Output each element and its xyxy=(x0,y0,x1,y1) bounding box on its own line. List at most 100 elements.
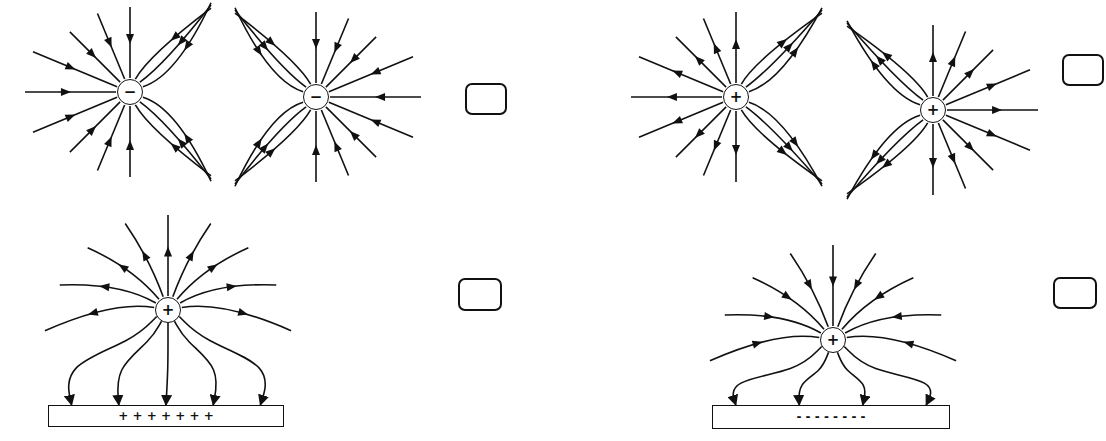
field-line xyxy=(946,115,1030,150)
field-arrowhead xyxy=(872,291,885,303)
field-line xyxy=(235,102,303,186)
field-arrowhead xyxy=(369,116,381,127)
field-arrowhead xyxy=(347,128,360,141)
field-arrowhead xyxy=(929,158,937,168)
field-arrowhead xyxy=(331,42,342,54)
answer-checkbox xyxy=(1054,278,1096,308)
field-arrowhead xyxy=(207,261,220,273)
field-arrowhead xyxy=(671,67,683,78)
field-arrowhead xyxy=(752,338,764,348)
answer-checkbox xyxy=(466,84,506,114)
field-arrowhead xyxy=(929,52,937,62)
field-arrowhead xyxy=(789,45,801,58)
field-arrowhead xyxy=(265,145,278,158)
field-line xyxy=(676,107,726,157)
field-line xyxy=(703,110,730,176)
field-arrowhead xyxy=(710,140,721,152)
field-line xyxy=(97,13,124,79)
field-arrowhead xyxy=(369,67,381,78)
field-line xyxy=(182,306,291,330)
field-arrowhead xyxy=(880,49,893,61)
field-line-connector xyxy=(844,346,930,405)
field-line xyxy=(703,18,730,84)
field-line xyxy=(943,120,993,170)
answer-checkbox xyxy=(1063,55,1103,85)
field-arrowhead xyxy=(732,39,740,49)
field-line xyxy=(135,105,211,176)
field-line-connector xyxy=(799,352,829,405)
field-arrowhead xyxy=(226,282,237,291)
field-line-connector xyxy=(733,346,821,405)
field-line xyxy=(177,248,248,300)
field-line xyxy=(326,37,376,87)
field-arrowhead xyxy=(237,308,249,318)
field-arrowhead xyxy=(777,146,790,158)
point-charge: − xyxy=(117,79,143,105)
field-line xyxy=(235,13,311,84)
field-arrowhead xyxy=(265,36,278,49)
charge-sign: + xyxy=(827,333,840,348)
field-line-connector xyxy=(179,316,265,405)
field-arrowhead xyxy=(253,136,265,149)
field-line xyxy=(847,120,923,197)
field-arrowhead xyxy=(692,53,705,66)
field-line xyxy=(33,52,117,87)
field-arrowhead xyxy=(104,135,115,147)
charge-sign: − xyxy=(310,90,323,105)
field-arrowhead xyxy=(87,308,99,318)
field-line xyxy=(741,110,822,181)
field-line xyxy=(321,18,348,84)
charged-plate: + + + + + + + xyxy=(48,405,284,427)
field-arrowhead xyxy=(99,282,110,291)
field-arrowhead xyxy=(948,55,959,67)
field-line xyxy=(329,102,413,137)
field-line-group xyxy=(25,3,1038,361)
field-arrowhead xyxy=(902,338,914,348)
field-line xyxy=(326,107,376,157)
point-charge: + xyxy=(920,97,946,123)
field-line xyxy=(639,102,723,137)
answer-checkbox xyxy=(459,279,501,310)
field-line xyxy=(140,5,211,82)
field-arrowhead xyxy=(185,249,197,262)
field-arrowhead xyxy=(139,249,151,262)
field-arrowhead xyxy=(868,149,880,162)
field-arrowhead xyxy=(692,128,705,141)
field-arrowhead xyxy=(104,37,115,49)
field-arrowhead xyxy=(948,153,959,165)
field-arrowhead xyxy=(986,129,998,140)
field-line xyxy=(710,336,819,360)
field-line xyxy=(847,336,956,360)
field-arrowhead xyxy=(86,123,99,136)
field-arrowhead xyxy=(986,80,998,91)
field-line xyxy=(70,102,120,152)
charge-sign: − xyxy=(124,85,137,100)
field-arrowhead xyxy=(61,88,71,96)
field-arrowhead xyxy=(347,53,360,66)
field-arrowhead xyxy=(65,111,77,122)
field-arrowhead xyxy=(781,291,794,303)
field-line xyxy=(847,26,928,97)
charge-sign: + xyxy=(927,103,940,118)
field-line-connector xyxy=(166,323,168,405)
field-line xyxy=(842,278,913,330)
field-arrowhead xyxy=(891,312,902,321)
field-arrowhead xyxy=(168,31,181,44)
field-line-connector xyxy=(118,321,162,405)
field-arrowhead xyxy=(86,48,99,61)
field-arrowhead xyxy=(375,93,385,101)
field-arrowhead xyxy=(732,145,740,155)
charge-sign: + xyxy=(162,303,175,318)
field-arrowhead xyxy=(181,40,193,53)
field-line-connector xyxy=(175,321,217,405)
field-arrowhead xyxy=(764,312,775,321)
field-arrowhead xyxy=(964,141,977,154)
field-line xyxy=(329,57,413,92)
field-line xyxy=(88,248,159,300)
field-arrowhead xyxy=(312,145,320,155)
field-line xyxy=(938,123,965,189)
field-arrowhead xyxy=(992,106,1002,114)
